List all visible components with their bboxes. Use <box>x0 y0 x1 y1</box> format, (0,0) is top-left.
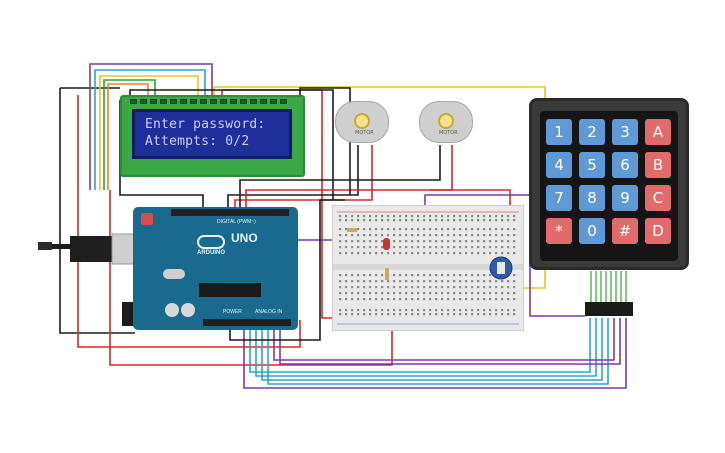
breadboard-holes <box>333 211 523 325</box>
breadboard <box>332 205 524 331</box>
power-analog-header <box>203 319 291 326</box>
dc-motor-1[interactable]: MOTOR <box>335 101 389 155</box>
motor-label: MOTOR <box>439 130 458 136</box>
lcd-module: Enter password: Attempts: 0/2 <box>120 95 305 177</box>
reset-button[interactable] <box>141 213 153 225</box>
microcontroller-chip <box>199 283 261 297</box>
analog-label: ANALOG IN <box>255 309 283 315</box>
keypad-key-hash[interactable]: # <box>612 218 638 244</box>
keypad-key-b[interactable]: B <box>645 152 671 178</box>
power-label: POWER <box>223 309 242 315</box>
keypad-pin-header <box>585 302 633 316</box>
keypad-key-c[interactable]: C <box>645 185 671 211</box>
keypad-key-8[interactable]: 8 <box>579 185 605 211</box>
lcd-line-2: Attempts: 0/2 <box>145 134 250 149</box>
lcd-screen: Enter password: Attempts: 0/2 <box>132 109 292 159</box>
resistor-2 <box>385 268 389 280</box>
keypad-key-6[interactable]: 6 <box>612 152 638 178</box>
capacitor-2 <box>181 303 195 317</box>
usb-cable-head <box>70 236 118 262</box>
crystal <box>163 269 185 279</box>
resistor-1 <box>347 228 357 232</box>
arduino-uno-board[interactable]: DIGITAL (PWM~) UNO ARDUINO POWER ANALOG … <box>133 207 298 330</box>
keypad-key-0[interactable]: 0 <box>579 218 605 244</box>
keypad-key-1[interactable]: 1 <box>546 119 572 145</box>
digital-header <box>171 209 289 216</box>
keypad-key-5[interactable]: 5 <box>579 152 605 178</box>
keypad-ribbon <box>590 271 627 303</box>
keypad-key-star[interactable]: * <box>546 218 572 244</box>
usb-plug <box>38 242 52 250</box>
motor-label: MOTOR <box>355 130 374 136</box>
led <box>383 238 390 250</box>
motor-shaft-icon <box>354 113 370 129</box>
model-label: UNO <box>231 231 258 245</box>
keypad-key-9[interactable]: 9 <box>612 185 638 211</box>
motor-body <box>335 101 389 143</box>
dc-motor-2[interactable]: MOTOR <box>419 101 473 155</box>
lcd-pin-header <box>130 99 300 105</box>
lcd-line-1: Enter password: <box>145 117 266 132</box>
motor-shaft-icon <box>438 113 454 129</box>
keypad-key-d[interactable]: D <box>645 218 671 244</box>
keypad-key-2[interactable]: 2 <box>579 119 605 145</box>
brand-label: ARDUINO <box>197 250 225 256</box>
keypad-key-3[interactable]: 3 <box>612 119 638 145</box>
keypad-key-7[interactable]: 7 <box>546 185 572 211</box>
keypad-key-a[interactable]: A <box>645 119 671 145</box>
arduino-logo-icon <box>197 235 225 249</box>
digital-label: DIGITAL (PWM~) <box>217 219 256 225</box>
keypad-key-4[interactable]: 4 <box>546 152 572 178</box>
capacitor-1 <box>165 303 179 317</box>
